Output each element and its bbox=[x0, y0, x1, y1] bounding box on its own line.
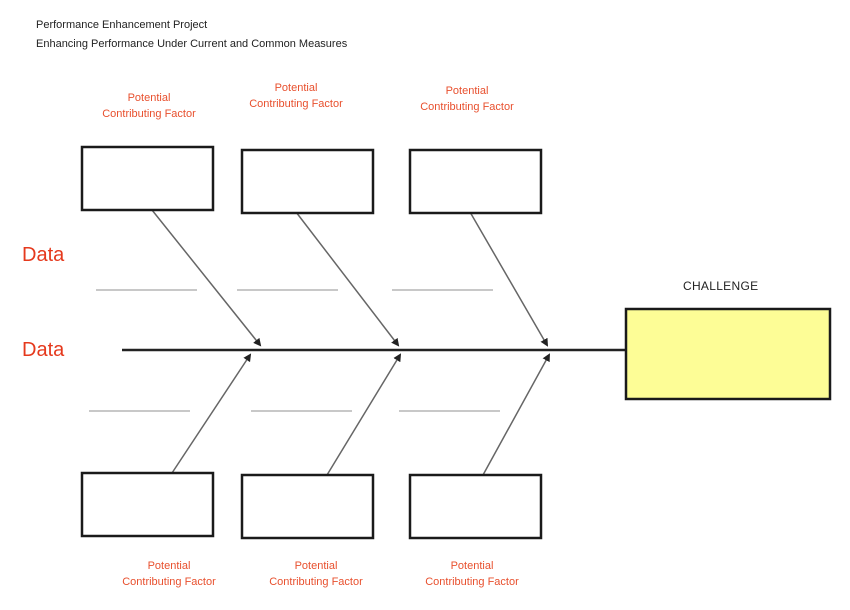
data-label-lower: Data bbox=[22, 339, 65, 361]
bottom-factor-label-2: Potential Contributing Factor bbox=[236, 558, 396, 590]
bone-arrow-top-1 bbox=[151, 209, 262, 347]
bottom-factor-box-1[interactable] bbox=[80, 471, 215, 538]
top-factor-label-1: Potential Contributing Factor bbox=[69, 90, 229, 122]
diagram-subtitle: Enhancing Performance Under Current and … bbox=[36, 38, 348, 50]
bottom-factor-3-line2: Contributing Factor bbox=[425, 576, 519, 588]
top-factor-label-3: Potential Contributing Factor bbox=[387, 83, 547, 115]
bottom-factor-1-line2: Contributing Factor bbox=[122, 576, 216, 588]
challenge-box[interactable] bbox=[624, 307, 832, 401]
data-label-upper: Data bbox=[22, 244, 65, 266]
bone-arrow-top-3 bbox=[469, 211, 549, 347]
bottom-factor-box-2[interactable] bbox=[240, 473, 375, 540]
bone-arrow-top-2 bbox=[295, 211, 400, 347]
top-factor-2-line1: Potential bbox=[274, 82, 318, 94]
bottom-factor-2-line2: Contributing Factor bbox=[269, 576, 363, 588]
diagram-title: Performance Enhancement Project bbox=[36, 19, 208, 31]
bottom-factor-1-line1: Potential bbox=[147, 560, 191, 572]
top-factor-box-3[interactable] bbox=[408, 148, 543, 215]
bottom-factor-box-3[interactable] bbox=[408, 473, 543, 540]
top-factor-1-line2: Contributing Factor bbox=[102, 108, 196, 120]
top-factor-3-line1: Potential bbox=[445, 85, 489, 97]
top-factor-box-2[interactable] bbox=[240, 148, 375, 215]
top-factor-box-1[interactable] bbox=[80, 145, 215, 212]
bone-arrow-bottom-3 bbox=[482, 353, 550, 476]
bottom-factor-label-1: Potential Contributing Factor bbox=[89, 558, 249, 590]
bottom-factor-3-line1: Potential bbox=[450, 560, 494, 572]
bottom-factor-2-line1: Potential bbox=[294, 560, 338, 572]
top-factor-1-line1: Potential bbox=[127, 92, 171, 104]
bone-arrow-bottom-1 bbox=[171, 353, 252, 474]
top-factor-3-line2: Contributing Factor bbox=[420, 101, 514, 113]
challenge-label: CHALLENGE bbox=[683, 279, 759, 293]
top-factor-2-line2: Contributing Factor bbox=[249, 98, 343, 110]
bottom-factor-label-3: Potential Contributing Factor bbox=[392, 558, 552, 590]
bone-arrow-bottom-2 bbox=[326, 353, 402, 476]
top-factor-label-2: Potential Contributing Factor bbox=[216, 80, 376, 112]
